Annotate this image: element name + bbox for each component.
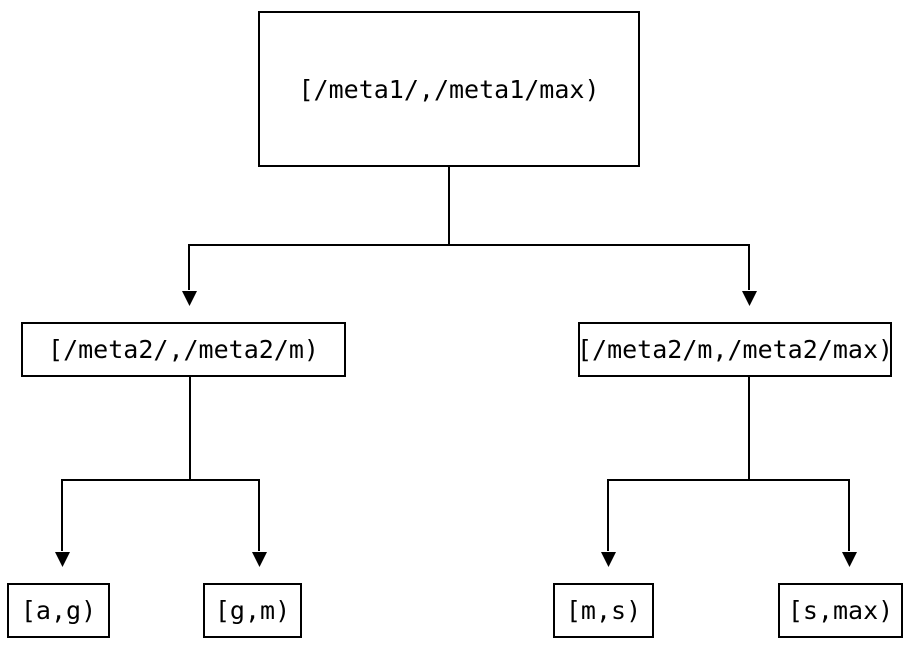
arrowhead-to-mid-right xyxy=(742,291,757,306)
arrowhead-to-leaf-a-g xyxy=(55,552,70,567)
tree-node-leaf-a-g-label: [a,g) xyxy=(20,596,97,625)
edge-midleft-to-leaves xyxy=(55,377,267,567)
tree-node-leaf-m-s[interactable]: [m,s) xyxy=(553,583,654,638)
arrowhead-to-leaf-g-m xyxy=(252,552,267,567)
tree-node-mid-right-label: [/meta2/m,/meta2/max) xyxy=(576,335,894,364)
tree-node-leaf-s-max-label: [s,max) xyxy=(787,596,894,625)
tree-node-leaf-g-m-label: [g,m) xyxy=(214,596,291,625)
edge-root-to-mid-left xyxy=(182,167,750,306)
edge-root-to-mid-right xyxy=(742,245,757,306)
tree-node-root[interactable]: [/meta1/,/meta1/max) xyxy=(258,11,640,167)
tree-node-leaf-m-s-label: [m,s) xyxy=(565,596,642,625)
tree-node-leaf-g-m[interactable]: [g,m) xyxy=(203,583,302,638)
tree-node-mid-left[interactable]: [/meta2/,/meta2/m) xyxy=(21,322,346,377)
arrowhead-to-mid-left xyxy=(182,291,197,306)
tree-node-mid-right[interactable]: [/meta2/m,/meta2/max) xyxy=(576,322,894,377)
tree-node-root-label: [/meta1/,/meta1/max) xyxy=(298,74,600,104)
tree-node-leaf-a-g[interactable]: [a,g) xyxy=(7,583,110,638)
arrowhead-to-leaf-s-max xyxy=(842,552,857,567)
tree-node-leaf-s-max[interactable]: [s,max) xyxy=(778,583,903,638)
tree-node-mid-left-label: [/meta2/,/meta2/m) xyxy=(48,335,319,364)
arrowhead-to-leaf-m-s xyxy=(601,552,616,567)
edge-midright-to-leaves xyxy=(601,377,857,567)
